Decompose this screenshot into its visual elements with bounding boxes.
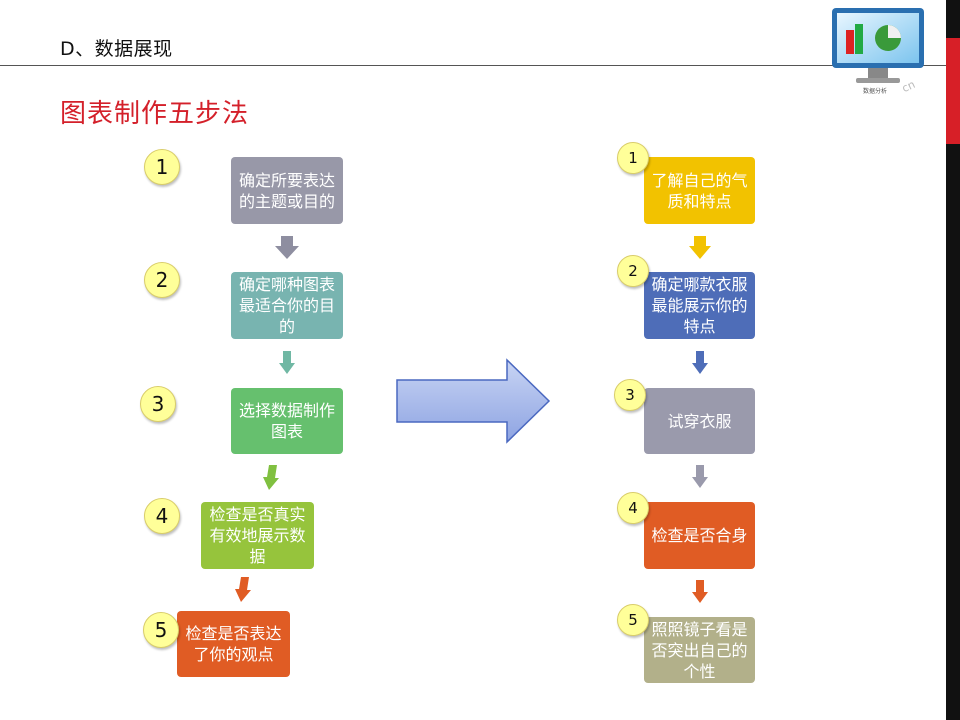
left-step-2-box: 确定哪种图表最适合你的目的 [231, 272, 343, 339]
slide-title: 图表制作五步法 [60, 99, 250, 129]
right-arrow-3-4 [692, 465, 708, 488]
right-step-4-text: 检查是否合身 [651, 526, 748, 545]
right-arrow-1-2 [689, 236, 711, 259]
left-step-2-number: 2 [144, 262, 180, 298]
left-step-3-text: 选择数据制作图表 [238, 401, 335, 441]
left-step-1-number: 1 [144, 149, 180, 185]
left-step-1-box: 确定所要表达的主题或目的 [231, 157, 343, 224]
right-step-5-text: 照照镜子看是否突出自己的个性 [651, 619, 748, 681]
left-arrow-2-3 [279, 351, 295, 374]
left-step-1-text: 确定所要表达的主题或目的 [238, 170, 335, 211]
left-step-3-number: 3 [140, 386, 176, 422]
left-step-5-text: 检查是否表达了你的观点 [185, 624, 282, 664]
left-step-4-text: 检查是否真实有效地展示数据 [209, 505, 306, 566]
right-step-3-number: 3 [614, 379, 646, 411]
header-title: D、数据展现 [60, 38, 173, 60]
right-arrow-2-3 [692, 351, 708, 374]
right-step-1-number: 1 [617, 142, 649, 174]
left-arrow-1-2 [275, 236, 299, 259]
left-arrow-4-5 [235, 577, 251, 602]
right-step-2-number: 2 [617, 255, 649, 287]
right-step-1-box: 了解自己的气质和特点 [644, 157, 755, 224]
right-step-1-text: 了解自己的气质和特点 [651, 170, 748, 211]
right-arrow-4-5 [692, 580, 708, 603]
big-right-arrow-icon [396, 358, 551, 444]
right-step-3-box: 试穿衣服 [644, 388, 755, 454]
left-step-4-box: 检查是否真实有效地展示数据 [201, 502, 314, 569]
right-step-5-number: 5 [617, 604, 649, 636]
left-step-2-text: 确定哪种图表最适合你的目的 [238, 275, 335, 336]
right-step-3-text: 试穿衣服 [667, 411, 732, 431]
logo-caption: 数据分析 [863, 88, 888, 95]
left-arrow-3-4 [263, 465, 279, 490]
left-step-5-box: 检查是否表达了你的观点 [177, 611, 290, 677]
right-step-4-box: 检查是否合身 [644, 502, 755, 569]
left-step-3-box: 选择数据制作图表 [231, 388, 343, 454]
right-step-4-number: 4 [617, 492, 649, 524]
edge-bar [946, 0, 960, 720]
monitor-chart-icon [832, 8, 924, 83]
right-step-2-text: 确定哪款衣服最能展示你的特点 [651, 275, 748, 336]
header-divider [0, 65, 946, 66]
left-step-4-number: 4 [144, 498, 180, 534]
right-step-5-box: 照照镜子看是否突出自己的个性 [644, 617, 755, 683]
left-step-5-number: 5 [143, 612, 179, 648]
right-step-2-box: 确定哪款衣服最能展示你的特点 [644, 272, 755, 339]
edge-accent [946, 38, 960, 144]
